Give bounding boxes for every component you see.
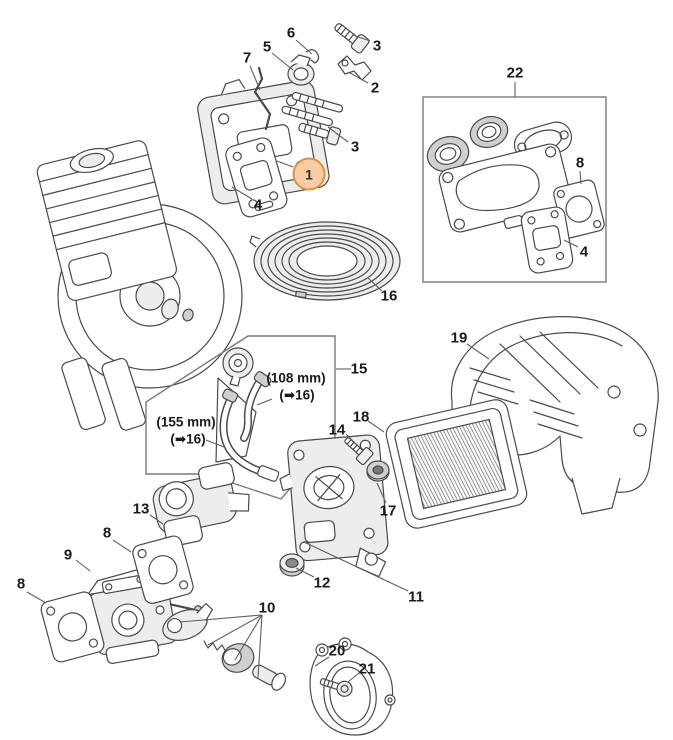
callout-10[interactable]: 10 xyxy=(258,599,276,617)
callout-15[interactable]: 15 xyxy=(350,360,368,378)
callout-8-carb-bottom[interactable]: 8 xyxy=(16,575,26,593)
callout-19[interactable]: 19 xyxy=(450,329,468,347)
muffler-studs[interactable] xyxy=(281,90,344,128)
wire-spring[interactable] xyxy=(253,66,272,131)
tank-vent[interactable] xyxy=(222,347,254,387)
callout-6[interactable]: 6 xyxy=(286,24,296,42)
callout-3-bolt-top[interactable]: 3 xyxy=(372,37,382,55)
callout-3-bolt-mid[interactable]: 3 xyxy=(350,138,360,156)
fuel-hose-group[interactable] xyxy=(145,335,336,500)
callout-4-muffler-gasket[interactable]: 4 xyxy=(253,196,263,214)
callout-20[interactable]: 20 xyxy=(328,642,346,660)
callout-22[interactable]: 22 xyxy=(506,64,524,82)
callout-5[interactable]: 5 xyxy=(262,38,272,56)
pump-cover[interactable] xyxy=(309,637,396,736)
fuel-line-coil[interactable] xyxy=(249,221,401,301)
nut[interactable] xyxy=(366,460,390,482)
carburetor-gasket[interactable] xyxy=(131,534,195,605)
callout-13[interactable]: 13 xyxy=(132,500,150,518)
hose-ref-16-top: (➡16) xyxy=(279,387,315,403)
plug[interactable] xyxy=(279,553,305,577)
spring-hook[interactable] xyxy=(305,49,320,64)
filter-base[interactable] xyxy=(277,434,391,584)
carburetor[interactable] xyxy=(64,558,209,669)
callout-17[interactable]: 17 xyxy=(379,502,397,520)
callout-1-selected[interactable]: 1 xyxy=(292,157,326,191)
screw[interactable] xyxy=(318,674,354,698)
callout-2[interactable]: 2 xyxy=(370,79,380,97)
muffler-bolt[interactable] xyxy=(297,118,342,146)
bolt[interactable] xyxy=(331,19,370,55)
callout-21[interactable]: 21 xyxy=(358,660,376,678)
callout-16[interactable]: 16 xyxy=(380,287,398,305)
callout-9[interactable]: 9 xyxy=(63,546,73,564)
callout-11[interactable]: 11 xyxy=(408,588,424,606)
callout-12[interactable]: 12 xyxy=(313,574,331,592)
fuel-hose-155[interactable] xyxy=(219,388,280,482)
callout-18[interactable]: 18 xyxy=(352,408,370,426)
muffler-gasket[interactable] xyxy=(224,136,289,219)
callout-8-gasket-set[interactable]: 8 xyxy=(575,154,585,172)
leader-lines xyxy=(26,34,582,683)
fuel-hose-108[interactable] xyxy=(240,370,272,442)
air-filter[interactable] xyxy=(384,397,529,530)
callout-14[interactable]: 14 xyxy=(328,421,346,439)
clamp[interactable] xyxy=(287,54,315,86)
callout-7[interactable]: 7 xyxy=(242,49,252,67)
gasket-set[interactable] xyxy=(422,96,607,283)
intake-manifold[interactable] xyxy=(149,459,257,548)
callout-8-carb-top[interactable]: 8 xyxy=(102,524,112,542)
screw[interactable] xyxy=(341,433,374,466)
hose-length-155: (155 mm) xyxy=(156,414,216,430)
bracket[interactable] xyxy=(337,55,372,81)
carburetor-gasket[interactable] xyxy=(39,590,105,663)
hose-ref-16-bottom: (➡16) xyxy=(170,431,206,447)
hose-length-108: (108 mm) xyxy=(266,370,326,386)
engine-assembly xyxy=(36,140,257,463)
callout-4-gasket-set[interactable]: 4 xyxy=(579,243,589,261)
